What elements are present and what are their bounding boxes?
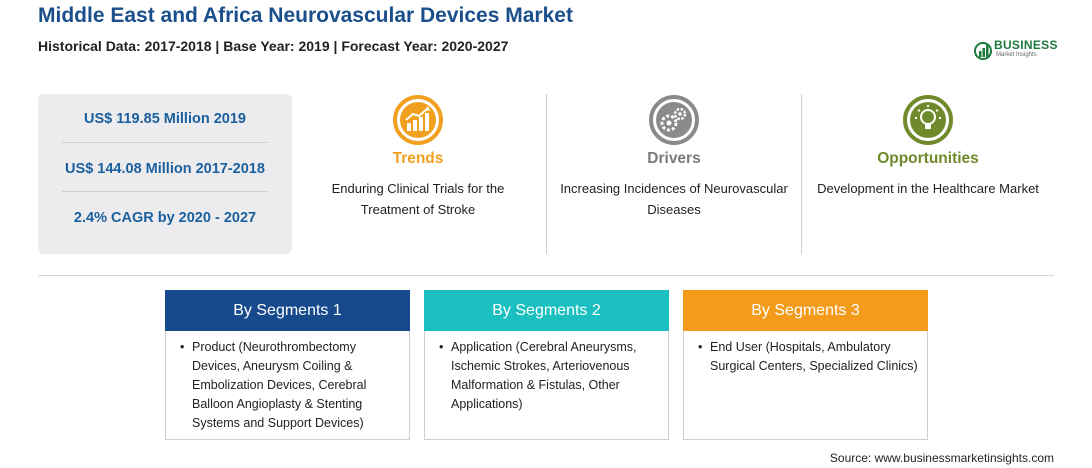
- lightbulb-icon: [903, 95, 953, 145]
- opportunities-title: Opportunities: [877, 150, 979, 167]
- segment-3-header: By Segments 3: [683, 290, 928, 331]
- stat-divider: [62, 142, 268, 143]
- segment-3-body: • End User (Hospitals, Ambulatory Surgic…: [698, 338, 920, 376]
- page-title: Middle East and Africa Neurovascular Dev…: [38, 4, 573, 27]
- key-stats-panel: US$ 119.85 Million 2019 US$ 144.08 Milli…: [38, 94, 292, 254]
- column-divider: [546, 94, 547, 254]
- drivers-text: Increasing Incidences of Neurovascular D…: [560, 181, 788, 217]
- bullet-icon: •: [698, 340, 703, 354]
- bullet-icon: •: [439, 340, 444, 354]
- segment-1-text: Product (Neurothrombectomy Devices, Aneu…: [192, 340, 367, 430]
- growth-chart-icon: [393, 95, 443, 145]
- stat-market-value-2019: US$ 119.85 Million 2019: [83, 111, 246, 127]
- gears-icon: [649, 95, 699, 145]
- stat-divider: [62, 191, 268, 192]
- logo-tagline: Market Insights: [996, 52, 1037, 58]
- trends-text: Enduring Clinical Trials for the Treatme…: [331, 181, 505, 217]
- section-divider: [38, 275, 1054, 276]
- segment-card-3: By Segments 3 • End User (Hospitals, Amb…: [683, 290, 928, 440]
- bullet-icon: •: [180, 340, 185, 354]
- trends-title: Trends: [392, 150, 444, 167]
- segment-card-1: By Segments 1 • Product (Neurothrombecto…: [165, 290, 410, 440]
- segment-1-body: • Product (Neurothrombectomy Devices, An…: [180, 338, 402, 433]
- business-market-insights-logo: BUSINESS Market Insights: [974, 38, 1060, 64]
- globe-logo-icon: [974, 42, 992, 60]
- segment-2-body: • Application (Cerebral Aneurysms, Ische…: [439, 338, 661, 414]
- logo-wordmark: BUSINESS: [994, 38, 1058, 52]
- page-subtitle: Historical Data: 2017-2018 | Base Year: …: [38, 38, 509, 54]
- segment-2-text: Application (Cerebral Aneurysms, Ischemi…: [451, 340, 637, 411]
- drivers-title: Drivers: [647, 150, 701, 167]
- column-divider: [801, 94, 802, 254]
- segment-3-text: End User (Hospitals, Ambulatory Surgical…: [710, 340, 918, 373]
- segment-1-header: By Segments 1: [165, 290, 410, 331]
- segment-card-2: By Segments 2 • Application (Cerebral An…: [424, 290, 669, 440]
- segment-2-header: By Segments 2: [424, 290, 669, 331]
- stat-market-value-historical: US$ 144.08 Million 2017-2018: [65, 161, 265, 177]
- opportunities-text: Development in the Healthcare Market: [817, 181, 1039, 196]
- stat-cagr: 2.4% CAGR by 2020 - 2027: [73, 210, 257, 226]
- source-credit: Source: www.businessmarketinsights.com: [829, 451, 1054, 465]
